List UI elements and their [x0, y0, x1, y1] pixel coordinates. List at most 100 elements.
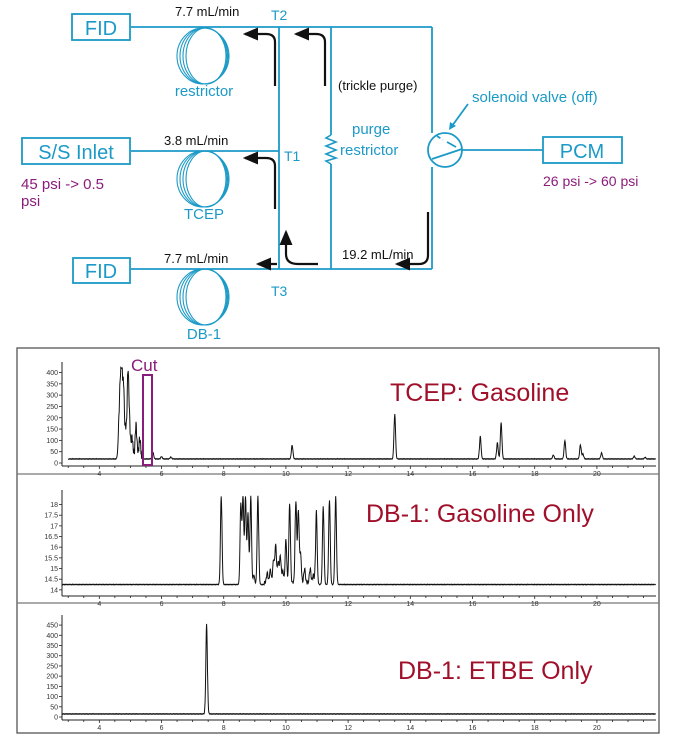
- arrow-icon: [394, 212, 430, 271]
- svg-text:250: 250: [46, 663, 58, 670]
- svg-text:0: 0: [54, 461, 58, 468]
- svg-text:450: 450: [46, 623, 58, 630]
- chromatogram-trace: [67, 366, 656, 461]
- svg-text:100: 100: [46, 694, 58, 701]
- svg-text:0: 0: [54, 715, 58, 722]
- solenoid-valve-label: solenoid valve (off): [472, 89, 598, 106]
- svg-text:400: 400: [46, 633, 58, 640]
- svg-text:18: 18: [531, 725, 539, 732]
- cut-window-box: [142, 374, 153, 466]
- svg-text:4: 4: [97, 725, 101, 732]
- flow-arrows: [242, 27, 430, 271]
- chart-title: DB-1: Gasoline Only: [366, 500, 594, 528]
- svg-text:14: 14: [406, 601, 414, 608]
- chromatogram-trace: [61, 495, 656, 586]
- svg-text:4: 4: [97, 471, 101, 478]
- svg-text:10: 10: [282, 601, 290, 608]
- svg-text:50: 50: [50, 704, 58, 711]
- svg-text:100: 100: [46, 438, 58, 445]
- fid-top-label: FID: [85, 18, 117, 40]
- flow-inlet-label: 3.8 mL/min: [164, 133, 228, 148]
- flow-fid-bottom-label: 7.7 mL/min: [164, 251, 228, 266]
- svg-text:300: 300: [46, 653, 58, 660]
- svg-text:8: 8: [222, 471, 226, 478]
- flow-pcm-return-label: 19.2 mL/min: [342, 247, 414, 262]
- pcm-pressure-label: 26 psi -> 60 psi: [543, 173, 638, 189]
- pcm-box: PCM: [542, 136, 623, 164]
- svg-text:6: 6: [160, 601, 164, 608]
- purge-restrictor-label-1: purge: [352, 121, 390, 138]
- svg-text:150: 150: [46, 427, 58, 434]
- svg-text:4: 4: [97, 601, 101, 608]
- svg-text:6: 6: [160, 725, 164, 732]
- arrow-icon: [242, 151, 277, 209]
- tee-t1-label: T1: [284, 148, 301, 164]
- svg-text:14: 14: [50, 587, 58, 594]
- svg-text:6: 6: [160, 471, 164, 478]
- svg-text:14: 14: [406, 725, 414, 732]
- svg-text:17.5: 17.5: [44, 513, 58, 520]
- arrow-icon: [279, 229, 318, 266]
- svg-text:16: 16: [469, 601, 477, 608]
- ss-inlet-label: S/S Inlet: [38, 142, 114, 164]
- svg-text:200: 200: [46, 415, 58, 422]
- svg-text:400: 400: [46, 370, 58, 377]
- svg-text:50: 50: [50, 449, 58, 456]
- fid-bottom-label: FID: [85, 261, 117, 283]
- pcm-label: PCM: [560, 141, 604, 163]
- chart-panel-db1-etbe: 0 50 100 150 200 250 300 350 400 450 4 6 8 10 12 14 16 18…: [46, 615, 656, 732]
- svg-text:300: 300: [46, 393, 58, 400]
- tee-t3-label: T3: [271, 283, 288, 299]
- svg-text:15.5: 15.5: [44, 555, 58, 562]
- svg-text:8: 8: [222, 601, 226, 608]
- fid-top-box: FID: [71, 13, 131, 41]
- svg-text:8: 8: [222, 725, 226, 732]
- ss-inlet-box: S/S Inlet: [21, 137, 131, 165]
- svg-text:20: 20: [593, 725, 601, 732]
- svg-text:10: 10: [282, 725, 290, 732]
- svg-text:16.5: 16.5: [44, 534, 58, 541]
- chart-title: DB-1: ETBE Only: [398, 657, 593, 685]
- tee-t2-label: T2: [271, 7, 288, 23]
- svg-text:17: 17: [50, 523, 58, 530]
- tcep-coil-icon: [176, 150, 230, 208]
- restrictor-label: restrictor: [175, 83, 233, 100]
- inlet-pressure-label-2: psi: [21, 193, 40, 210]
- svg-text:16: 16: [469, 725, 477, 732]
- flow-diagram: FID S/S Inlet FID PCM: [21, 4, 638, 343]
- svg-text:16: 16: [469, 471, 477, 478]
- svg-text:18: 18: [50, 502, 58, 509]
- flow-fid-top-label: 7.7 mL/min: [175, 4, 239, 19]
- svg-text:150: 150: [46, 684, 58, 691]
- svg-text:18: 18: [531, 471, 539, 478]
- purge-restrictor-label-2: restrictor: [340, 142, 398, 159]
- svg-text:16: 16: [50, 545, 58, 552]
- chart-title: TCEP: Gasoline: [390, 379, 569, 407]
- svg-text:250: 250: [46, 404, 58, 411]
- inlet-pressure-label-1: 45 psi -> 0.5: [21, 176, 104, 193]
- arrow-icon: [293, 27, 327, 86]
- db1-label: DB-1: [187, 326, 221, 343]
- svg-text:12: 12: [344, 725, 352, 732]
- purge-restrictor-resistor-icon: [323, 134, 339, 165]
- svg-text:200: 200: [46, 674, 58, 681]
- svg-text:350: 350: [46, 643, 58, 650]
- svg-text:14.5: 14.5: [44, 577, 58, 584]
- chromatogram-trace: [61, 623, 656, 716]
- svg-text:14: 14: [406, 471, 414, 478]
- restrictor-coil-icon: [176, 27, 230, 85]
- svg-text:10: 10: [282, 471, 290, 478]
- arrow-icon: [242, 27, 277, 86]
- svg-text:350: 350: [46, 381, 58, 388]
- svg-text:15: 15: [50, 566, 58, 573]
- pipes: [131, 26, 543, 270]
- db1-coil-icon: [176, 268, 230, 326]
- axes: 0 50 100 150 200 250 300 350 400 450 4 6 8 10 12 14 16 18…: [46, 615, 656, 732]
- trickle-purge-label: (trickle purge): [338, 78, 417, 93]
- cut-label: Cut: [131, 356, 158, 375]
- solenoid-valve-icon: [427, 103, 469, 168]
